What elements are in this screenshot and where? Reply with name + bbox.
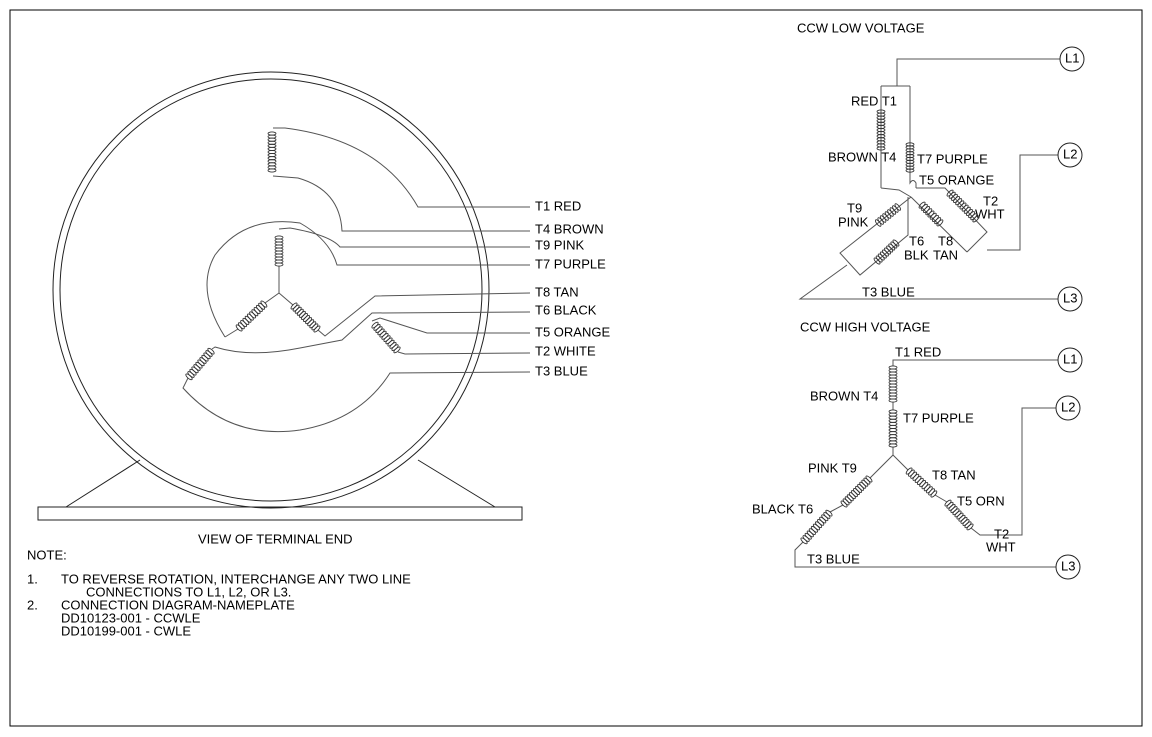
- note-2-line-3: DD10199-001 - CWLE: [61, 623, 191, 638]
- low-label-t6: T6: [909, 233, 924, 248]
- low-label-red-t1: RED T1: [851, 93, 897, 108]
- notes-heading: NOTE:: [27, 547, 67, 562]
- low-l3-terminal: [1057, 286, 1083, 312]
- low-voltage-diagram: CCW LOW VOLTAGE L1 L2 L3 RED T1 BROWN T4…: [797, 20, 1085, 312]
- low-label-t9: T9: [847, 200, 862, 215]
- lead-label-t9: T9 PINK: [535, 237, 584, 252]
- low-label-wht: WHT: [975, 206, 1005, 221]
- note-1-line-2: CONNECTIONS TO L1, L2, OR L3.: [86, 584, 291, 599]
- coil-icon: [235, 300, 268, 332]
- low-label-brown-t4: BROWN T4: [828, 149, 896, 164]
- notes: NOTE: 1. TO REVERSE ROTATION, INTERCHANG…: [27, 547, 411, 638]
- motor-frame-outer: [52, 71, 490, 509]
- winding-coils: [185, 109, 980, 545]
- coil-icon: [371, 321, 401, 354]
- low-l1-terminal: [1059, 46, 1085, 72]
- coil-icon: [888, 409, 898, 448]
- low-label-blk: BLK: [904, 247, 929, 262]
- high-label-t1-red: T1 RED: [895, 344, 941, 359]
- coil-icon: [905, 142, 915, 173]
- high-label-t8-tan: T8 TAN: [932, 467, 976, 482]
- motor-lead-labels: T1 RED T4 BROWN T9 PINK T7 PURPLE T8 TAN…: [535, 198, 610, 378]
- low-l2-label: L2: [1063, 146, 1077, 161]
- low-label-t2: T2: [983, 193, 998, 208]
- motor-view: T1 RED T4 BROWN T9 PINK T7 PURPLE T8 TAN…: [37, 71, 610, 546]
- lead-label-t8: T8 TAN: [535, 284, 579, 299]
- coil-icon: [185, 347, 215, 381]
- coil-icon: [888, 365, 898, 403]
- lead-label-t2: T2 WHITE: [535, 343, 596, 358]
- note-1-line-1: TO REVERSE ROTATION, INTERCHANGE ANY TWO…: [61, 571, 411, 586]
- motor-feet: [65, 459, 496, 508]
- coil-icon: [274, 235, 284, 267]
- high-l2-terminal: [1055, 395, 1081, 421]
- coil-icon: [874, 203, 902, 227]
- high-label-wht: WHT: [986, 539, 1016, 554]
- coil-icon: [944, 499, 974, 531]
- motor-base: [37, 506, 523, 521]
- drawing-border: [9, 9, 1143, 727]
- view-caption: VIEW OF TERMINAL END: [198, 531, 353, 546]
- coil-icon: [290, 302, 321, 333]
- high-label-t3-blue: T3 BLUE: [807, 551, 860, 566]
- low-label-pink: PINK: [838, 214, 869, 229]
- note-2-number: 2.: [27, 597, 38, 612]
- low-label-t3-blue: T3 BLUE: [862, 284, 915, 299]
- coil-icon: [267, 131, 277, 173]
- high-label-black-t6: BLACK T6: [752, 501, 813, 516]
- lead-label-t1: T1 RED: [535, 198, 581, 213]
- note-2-line-1: CONNECTION DIAGRAM-NAMEPLATE: [61, 597, 295, 612]
- high-l3-terminal: [1055, 554, 1081, 580]
- high-label-pink-t9: PINK T9: [808, 460, 857, 475]
- note-1-number: 1.: [27, 571, 38, 586]
- coil-icon: [840, 475, 873, 508]
- high-label-t7-purple: T7 PURPLE: [903, 410, 974, 425]
- high-voltage-diagram: CCW HIGH VOLTAGE L1 L2 L3 T1 RED BROWN T…: [752, 319, 1083, 580]
- motor-frame-inner: [59, 78, 483, 502]
- low-l1-label: L1: [1065, 50, 1079, 65]
- lead-label-t5: T5 ORANGE: [535, 324, 610, 339]
- low-label-tan: TAN: [933, 247, 958, 262]
- high-l3-label: L3: [1061, 558, 1075, 573]
- low-l3-label: L3: [1063, 290, 1077, 305]
- motor-wires: [182, 127, 531, 433]
- high-l2-label: L2: [1061, 399, 1075, 414]
- lead-label-t3: T3 BLUE: [535, 363, 588, 378]
- coil-icon: [873, 239, 900, 265]
- low-label-t7-purple: T7 PURPLE: [917, 151, 988, 166]
- high-label-brown-t4: BROWN T4: [810, 388, 878, 403]
- lead-label-t7: T7 PURPLE: [535, 256, 606, 271]
- coil-icon: [946, 189, 980, 223]
- low-l2-terminal: [1057, 142, 1083, 168]
- coil-icon: [918, 201, 944, 227]
- coil-icon: [905, 467, 938, 498]
- high-label-t5-orn: T5 ORN: [957, 493, 1005, 508]
- lead-label-t6: T6 BLACK: [535, 302, 597, 317]
- coil-icon: [876, 109, 886, 151]
- lead-label-t4: T4 BROWN: [535, 221, 604, 236]
- coil-icon: [800, 509, 833, 545]
- high-l1-label: L1: [1063, 351, 1077, 366]
- note-2-line-2: DD10123-001 - CCWLE: [61, 610, 201, 625]
- low-label-t5-orange: T5 ORANGE: [919, 172, 994, 187]
- low-voltage-title: CCW LOW VOLTAGE: [797, 20, 925, 35]
- high-voltage-title: CCW HIGH VOLTAGE: [800, 319, 931, 334]
- low-label-t8: T8: [938, 233, 953, 248]
- high-l1-terminal: [1057, 347, 1083, 373]
- high-label-t2: T2: [994, 526, 1009, 541]
